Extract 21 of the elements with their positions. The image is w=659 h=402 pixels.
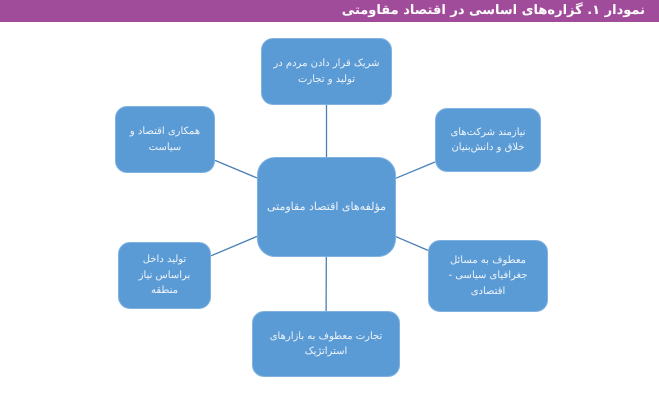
connector-line xyxy=(325,257,327,311)
connector-line xyxy=(396,161,436,179)
box-label: همکاری اقتصاد و سیاست xyxy=(128,125,202,154)
box-label: شریک قرار دادن مردم در تولید و تجارت xyxy=(272,57,381,86)
rounded-box xyxy=(261,38,392,105)
rounded-box xyxy=(257,157,396,257)
connector-line xyxy=(326,105,328,157)
rounded-box xyxy=(428,240,548,312)
box-label: مؤلفه‌های اقتصاد مقاومتی xyxy=(266,199,386,216)
box-label: تجارت معطوف به بازارهای استراتژیک xyxy=(268,330,384,359)
connector-line xyxy=(396,236,428,251)
box-label: معطوف به مسائل جغرافیای سیاسی - اقتصادی xyxy=(447,254,529,299)
box-label: نیازمند شرکت‌های خلاق و دانش‌بنیان xyxy=(449,126,527,155)
title-banner: نمودار ۱. گزاره‌های اساسی در اقتصاد مقاومتی xyxy=(0,0,659,22)
rounded-box xyxy=(252,311,400,377)
rounded-box xyxy=(115,106,215,173)
connector-line xyxy=(210,236,258,256)
connector-line xyxy=(214,160,258,179)
rounded-box xyxy=(435,108,541,172)
box-label: تولید داخل براساس نیاز منطقه xyxy=(137,253,192,298)
rounded-box xyxy=(118,242,211,309)
